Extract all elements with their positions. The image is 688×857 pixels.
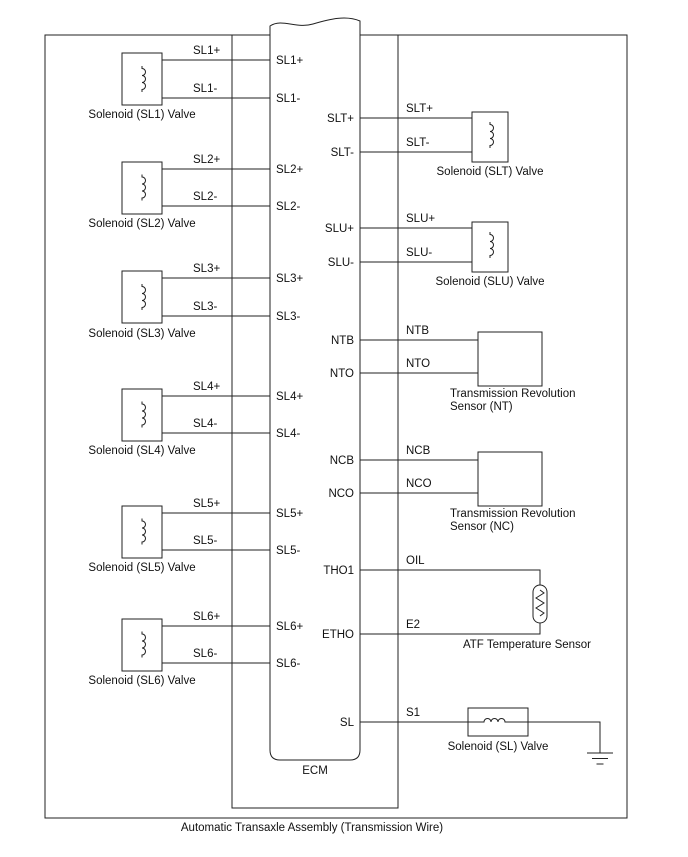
wire-label-e2: E2 (406, 619, 420, 631)
ecm-pin-sl3-plus: SL3+ (276, 273, 303, 285)
solenoid-sl6-coil-icon (141, 631, 146, 658)
ecm-label: ECM (302, 765, 328, 777)
wire-label-sl2-minus: SL2- (193, 191, 217, 203)
solenoid-sl3-coil-icon (141, 284, 146, 310)
wire-label-sl2-plus: SL2+ (193, 154, 220, 166)
wire-label-ncb: NCB (406, 445, 431, 457)
caption-solenoid-sl1: Solenoid (SL1) Valve (88, 109, 195, 121)
wire-label-sl3-plus: SL3+ (193, 263, 220, 275)
solenoid-slu-coil-icon (489, 232, 494, 258)
solenoid-sl-wire-right (528, 721, 601, 753)
wire-label-slu-plus: SLU+ (406, 213, 435, 225)
wire-label-sl5-minus: SL5- (193, 535, 217, 547)
ground-icon (587, 752, 613, 765)
solenoid-sl5-coil-icon (141, 518, 146, 545)
solenoid-sl2-coil-icon (141, 174, 146, 201)
solenoid-sl3-wires (162, 277, 270, 317)
solenoid-slt-coil-icon (489, 122, 494, 148)
caption-solenoid-sl6: Solenoid (SL6) Valve (88, 675, 195, 687)
solenoid-sl1-box (121, 52, 163, 106)
wire-label-sl4-minus: SL4- (193, 418, 217, 430)
ecm-pin-slt-minus: SLT- (331, 147, 355, 159)
ecm-box (269, 17, 361, 761)
wire-label-sl4-plus: SL4+ (193, 381, 220, 393)
wire-label-sl5-plus: SL5+ (193, 498, 220, 510)
wire-label-nto: NTO (406, 358, 430, 370)
wire-label-ntb: NTB (406, 325, 429, 337)
solenoid-slt-wires (360, 117, 472, 153)
ecm-pin-tho1: THO1 (323, 565, 354, 577)
wire-label-slu-minus: SLU- (406, 247, 432, 259)
ecm-pin-slu-minus: SLU- (328, 257, 354, 269)
wire-label-oil: OIL (406, 555, 425, 567)
solenoid-sl-coil-icon (468, 718, 528, 723)
ecm-pin-sl5-plus: SL5+ (276, 508, 303, 520)
nt-sensor-box (477, 331, 543, 387)
ecm-pin-etho: ETHO (322, 629, 354, 641)
caption-atf-sensor: ATF Temperature Sensor (463, 639, 591, 651)
solenoid-sl5-box (121, 505, 163, 559)
caption-nt-sensor-line1: Transmission Revolution (450, 388, 575, 400)
ecm-pin-sl4-plus: SL4+ (276, 391, 303, 403)
wire-label-sl6-minus: SL6- (193, 648, 217, 660)
ecm-pin-sl6-plus: SL6+ (276, 621, 303, 633)
ecm-pin-sl4-minus: SL4- (276, 428, 300, 440)
ecm-pin-nto: NTO (330, 368, 354, 380)
ecm-pin-sl5-minus: SL5- (276, 545, 300, 557)
atf-sensor-wires (360, 569, 541, 635)
ecm-pin-sl: SL (340, 717, 355, 729)
ecm-pin-sl2-minus: SL2- (276, 201, 300, 213)
solenoid-sl1-wires (162, 59, 270, 99)
nt-sensor-wires (360, 339, 478, 374)
wire-label-slt-plus: SLT+ (406, 103, 433, 115)
solenoid-sl4-wires (162, 395, 270, 434)
solenoid-sl3-box (121, 270, 163, 324)
ecm-pin-nco: NCO (328, 488, 354, 500)
thermistor-zigzag-icon (535, 589, 545, 617)
assembly-label: Automatic Transaxle Assembly (Transmissi… (181, 822, 443, 834)
caption-solenoid-slu: Solenoid (SLU) Valve (435, 276, 544, 288)
solenoid-slu-box (471, 221, 509, 273)
caption-solenoid-sl4: Solenoid (SL4) Valve (88, 445, 195, 457)
solenoid-slt-box (471, 111, 509, 163)
caption-solenoid-sl2: Solenoid (SL2) Valve (88, 218, 195, 230)
caption-nt-sensor-line2: Sensor (NT) (450, 401, 513, 413)
solenoid-sl6-box (121, 618, 163, 672)
wire-label-sl6-plus: SL6+ (193, 611, 220, 623)
caption-nc-sensor-line1: Transmission Revolution (450, 508, 575, 520)
nc-sensor-wires (360, 459, 478, 494)
solenoid-sl4-box (121, 388, 163, 442)
wire-label-sl1-plus: SL1+ (193, 45, 220, 57)
ecm-pin-slt-plus: SLT+ (327, 113, 354, 125)
ecm-pin-slu-plus: SLU+ (325, 223, 354, 235)
wire-label-slt-minus: SLT- (406, 137, 430, 149)
solenoid-sl4-coil-icon (141, 401, 146, 428)
ecm-pin-ntb: NTB (331, 335, 354, 347)
caption-solenoid-slt: Solenoid (SLT) Valve (437, 166, 544, 178)
ecm-pin-sl1-plus: SL1+ (276, 55, 303, 67)
solenoid-sl6-wires (162, 625, 270, 664)
thermistor-icon (532, 584, 548, 624)
wire-label-nco: NCO (406, 478, 432, 490)
ecm-pin-sl1-minus: SL1- (276, 93, 300, 105)
nc-sensor-box (477, 451, 543, 507)
caption-solenoid-sl5: Solenoid (SL5) Valve (88, 562, 195, 574)
solenoid-slu-wires (360, 227, 472, 263)
solenoid-sl2-box (121, 161, 163, 215)
caption-nc-sensor-line2: Sensor (NC) (450, 521, 514, 533)
ecm-pin-sl3-minus: SL3- (276, 311, 300, 323)
solenoid-sl2-wires (162, 168, 270, 207)
solenoid-sl5-wires (162, 512, 270, 551)
solenoid-sl1-coil-icon (141, 66, 146, 92)
wire-label-sl3-minus: SL3- (193, 301, 217, 313)
ecm-pin-sl2-plus: SL2+ (276, 164, 303, 176)
ecm-pin-ncb: NCB (330, 455, 355, 467)
wire-label-s1: S1 (406, 707, 420, 719)
caption-solenoid-sl3: Solenoid (SL3) Valve (88, 328, 195, 340)
caption-solenoid-sl: Solenoid (SL) Valve (448, 741, 549, 753)
ecm-pin-sl6-minus: SL6- (276, 658, 300, 670)
wire-label-sl1-minus: SL1- (193, 83, 217, 95)
